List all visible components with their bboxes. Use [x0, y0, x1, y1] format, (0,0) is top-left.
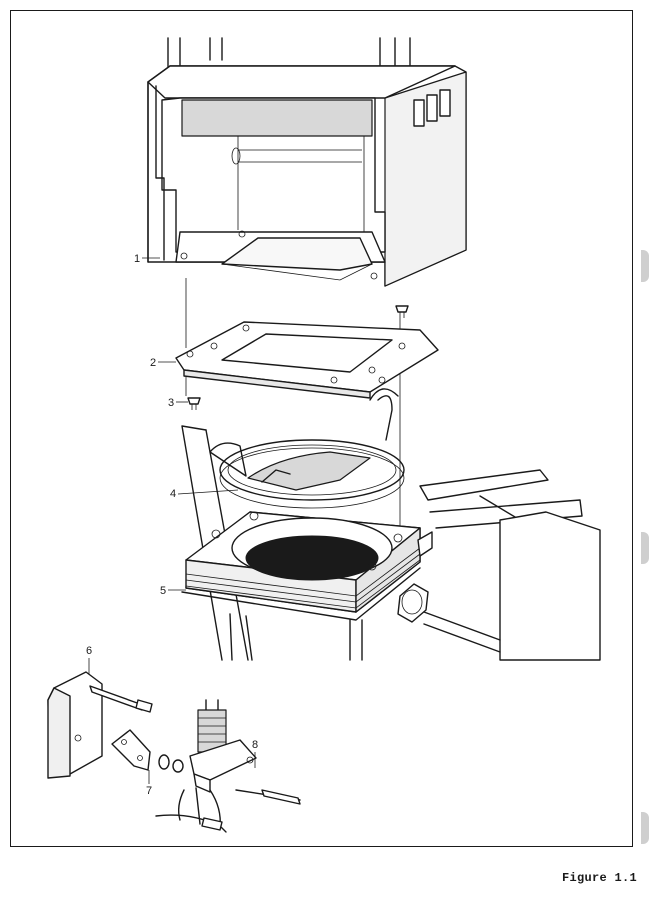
svg-text:2: 2	[150, 357, 156, 369]
callout-1: 1	[134, 253, 160, 265]
binder-hole-mark	[641, 250, 649, 282]
svg-text:6: 6	[86, 645, 92, 657]
enlarger-column	[181, 388, 601, 661]
svg-text:4: 4	[170, 488, 176, 500]
callout-7: 7	[146, 770, 152, 797]
binder-hole-mark	[641, 532, 649, 564]
callout-5: 5	[160, 585, 186, 597]
svg-text:3: 3	[168, 397, 174, 409]
filter-ring	[219, 439, 405, 509]
callout-3: 3	[168, 397, 188, 409]
binder-hole-mark	[641, 812, 649, 844]
adjustment-knob	[397, 531, 433, 623]
callout-4: 4	[170, 488, 239, 500]
bracket-6	[47, 671, 153, 779]
screw-top	[395, 305, 409, 318]
svg-text:1: 1	[134, 253, 140, 265]
screw-3	[187, 397, 201, 410]
drawing-frame	[10, 10, 633, 847]
svg-text:7: 7	[146, 785, 152, 797]
lens-stage	[181, 511, 421, 621]
lamphouse-housing	[147, 37, 467, 287]
callout-8: 8	[252, 739, 258, 768]
switch-assembly-8	[155, 699, 301, 833]
svg-text:5: 5	[160, 585, 166, 597]
callout-2: 2	[150, 357, 176, 369]
clip-7	[111, 729, 184, 773]
callout-6: 6	[86, 645, 92, 674]
figure-caption: Figure 1.1	[562, 871, 638, 885]
svg-text:8: 8	[252, 739, 258, 751]
mounting-plate	[175, 321, 439, 399]
